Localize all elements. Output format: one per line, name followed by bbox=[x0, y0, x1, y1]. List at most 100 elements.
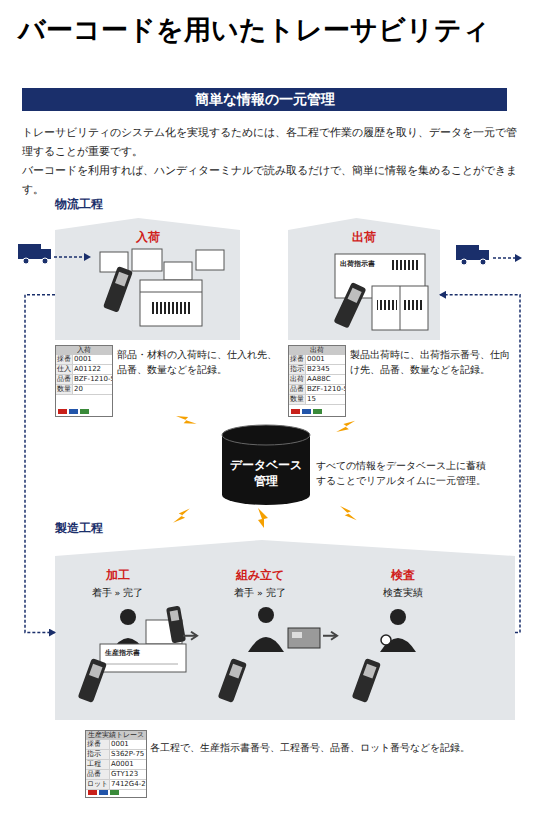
table-cell: 0001 bbox=[110, 740, 147, 750]
node-heading: 加工 bbox=[55, 567, 180, 584]
truck-icon bbox=[18, 244, 41, 259]
departure-arrow bbox=[515, 254, 522, 262]
note-text: 各工程で、生産指示書番号、工程番号、品番、ロット番号などを記録。 bbox=[150, 740, 470, 755]
table-cell: S362P-75 bbox=[110, 750, 147, 760]
departure-arrow bbox=[493, 257, 515, 259]
process-region: 製造工程加工着手 » 完了組み立て着手 » 完了検査検査実績 bbox=[55, 540, 515, 720]
screen-table: 採番0001指示S362P-75工程A0001品番GTY123ロット7412G4… bbox=[86, 740, 146, 790]
node-heading: 入荷 bbox=[55, 229, 240, 246]
screen-buttons bbox=[291, 409, 322, 414]
table-cell: 指示 bbox=[289, 365, 306, 375]
paper-text: 生産指示書 bbox=[105, 649, 165, 658]
flow-connector bbox=[25, 295, 55, 633]
area-fill bbox=[55, 218, 240, 340]
screen-button bbox=[69, 409, 78, 414]
table-cell: A0001 bbox=[110, 760, 147, 770]
node-heading: 製造工程 bbox=[55, 520, 103, 537]
truck-icon bbox=[18, 244, 51, 264]
table-cell: 出荷 bbox=[289, 375, 306, 385]
table-cell: 7412G4-2 bbox=[110, 780, 147, 790]
note-text: 製品出荷時に、出荷指示番号、仕向け先、品番、数量などを記録。 bbox=[350, 347, 510, 377]
screen-buttons bbox=[58, 409, 89, 414]
screen-header: 生産実績トレース bbox=[86, 731, 146, 740]
screen-table: 採番0001指示B2345出荷AA88C品番BZF-1210-SK数量15 bbox=[289, 355, 345, 405]
screen-header: 出荷 bbox=[289, 346, 345, 355]
area-fill bbox=[288, 218, 440, 340]
database-cylinder: データベース 管理 bbox=[222, 425, 310, 505]
screen-button bbox=[110, 790, 119, 795]
table-cell: BZF-1210-SL bbox=[73, 375, 113, 385]
table-cell: B2345 bbox=[306, 365, 346, 375]
table-cell: 15 bbox=[306, 395, 346, 405]
screen-buttons bbox=[88, 790, 119, 795]
area-outline bbox=[55, 540, 515, 720]
screen-button bbox=[80, 409, 89, 414]
node-heading: 組み立て bbox=[200, 567, 320, 584]
section-band: 簡単な情報の一元管理 bbox=[22, 88, 507, 111]
table-cell: 0001 bbox=[73, 355, 113, 365]
table-cell: 20 bbox=[73, 385, 113, 395]
section-heading: 物流工程 bbox=[55, 196, 175, 213]
process-stage: 検査検査実績 bbox=[340, 558, 515, 720]
table-cell: 0001 bbox=[306, 355, 346, 365]
lightning-bolt bbox=[258, 508, 268, 528]
table-cell: 数量 bbox=[56, 385, 73, 395]
intro-text: トレーサビリティのシステム化を実現するためには、各工程で作業の履歴を取り、データ… bbox=[22, 123, 517, 161]
table-cell: 品番 bbox=[56, 375, 73, 385]
node-text: 着手 » 完了 bbox=[200, 587, 320, 600]
departure-arrow bbox=[493, 254, 522, 262]
step-connector bbox=[183, 635, 197, 637]
lightning-bolt bbox=[336, 416, 355, 437]
process-stage: 組み立て着手 » 完了 bbox=[200, 558, 320, 720]
table-cell: BZF-1210-SK bbox=[306, 385, 346, 395]
flow-connector bbox=[440, 295, 520, 633]
table-cell: ロット bbox=[86, 780, 110, 790]
screen-header: 入荷 bbox=[56, 346, 112, 355]
table-cell: 工程 bbox=[86, 760, 110, 770]
cylinder-top bbox=[222, 425, 310, 445]
paper-text: 出荷指示書 bbox=[340, 260, 400, 269]
process-area: 入荷 bbox=[55, 218, 240, 340]
table-cell: 指示 bbox=[86, 750, 110, 760]
screen-button bbox=[313, 409, 322, 414]
truck-icon bbox=[479, 250, 489, 260]
page-title: バーコードを用いたトレーサビリティ bbox=[18, 12, 490, 48]
process-stage: 加工着手 » 完了 bbox=[55, 558, 180, 720]
table-cell: 品番 bbox=[86, 770, 110, 780]
lightning-bolt bbox=[340, 504, 357, 523]
terminal-screen: 出荷採番0001指示B2345出荷AA88C品番BZF-1210-SK数量15 bbox=[288, 345, 346, 417]
process-area: 出荷 bbox=[288, 218, 440, 340]
table-cell: GTY123 bbox=[110, 770, 147, 780]
table-cell: 品番 bbox=[289, 385, 306, 395]
screen-button bbox=[58, 409, 67, 414]
intro-text: バーコードを利用すれば、ハンディターミナルで読み取るだけで、簡単に情報を集めるこ… bbox=[22, 161, 522, 199]
table-cell: 採番 bbox=[289, 355, 306, 365]
node-heading: 検査 bbox=[340, 567, 515, 584]
note-text: すべての情報をデータベース上に蓄積することでリアルタイムに一元管理。 bbox=[316, 458, 488, 488]
step-connector bbox=[323, 635, 337, 637]
screen-button bbox=[291, 409, 300, 414]
truck-icon bbox=[42, 258, 48, 264]
truck-icon bbox=[480, 259, 486, 265]
terminal-screen: 入荷採番0001仕入A01122品番BZF-1210-SL数量20 bbox=[55, 345, 113, 417]
screen-button bbox=[99, 790, 108, 795]
node-heading: 簡単な情報の一元管理 bbox=[22, 88, 507, 111]
table-cell: A01122 bbox=[73, 365, 113, 375]
node-heading: データベース 管理 bbox=[229, 457, 303, 489]
truck-icon bbox=[23, 258, 29, 264]
truck-icon bbox=[41, 249, 51, 259]
table-cell: AA88C bbox=[306, 375, 346, 385]
table-cell: 採番 bbox=[86, 740, 110, 750]
lightning-bolt bbox=[173, 506, 190, 525]
truck-icon bbox=[461, 259, 467, 265]
note-text: 部品・材料の入荷時に、仕入れ先、品番、数量などを記録。 bbox=[117, 347, 277, 377]
node-text: 着手 » 完了 bbox=[55, 587, 180, 600]
screen-button bbox=[302, 409, 311, 414]
table-cell: 仕入 bbox=[56, 365, 73, 375]
screen-button bbox=[88, 790, 97, 795]
screen-table: 採番0001仕入A01122品番BZF-1210-SL数量20 bbox=[56, 355, 112, 395]
table-cell: 数量 bbox=[289, 395, 306, 405]
lightning-bolt bbox=[176, 409, 197, 431]
node-heading: 出荷 bbox=[288, 229, 440, 246]
area-fill bbox=[55, 540, 515, 720]
